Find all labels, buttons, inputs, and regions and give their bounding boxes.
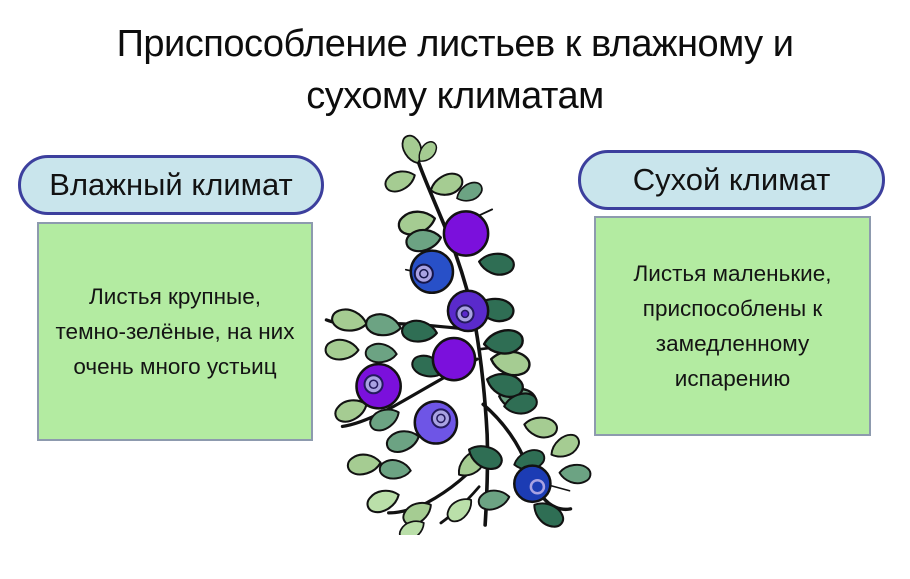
wet-climate-label: Влажный климат — [49, 167, 293, 202]
slide-title: Приспособление листьев к влажному и сухо… — [116, 23, 794, 117]
wet-climate-description-box: Листья крупные, темно-зелёные, на них оч… — [37, 222, 313, 441]
blueberry-branch-illustration — [324, 133, 593, 535]
dry-climate-description: Листья маленькие, приспособлены к замедл… — [633, 261, 832, 391]
wet-climate-pill: Влажный климат — [18, 155, 324, 215]
dry-climate-description-box: Листья маленькие, приспособлены к замедл… — [594, 216, 871, 436]
dry-climate-pill: Сухой климат — [578, 150, 885, 210]
wet-climate-description: Листья крупные, темно-зелёные, на них оч… — [55, 284, 295, 379]
berry — [431, 336, 477, 382]
plant-berries — [355, 210, 552, 504]
berry-highlights — [363, 263, 546, 495]
berry — [442, 210, 490, 257]
dry-climate-label: Сухой климат — [632, 162, 831, 197]
